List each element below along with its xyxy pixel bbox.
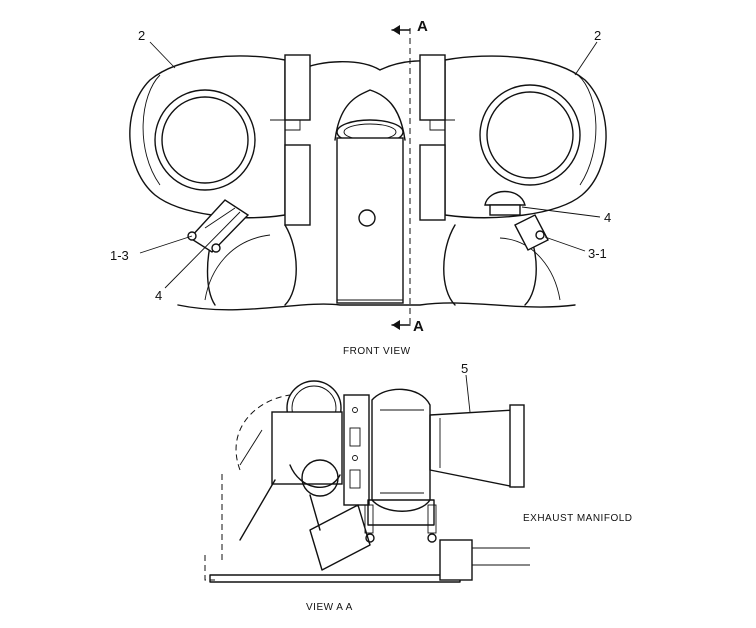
view-aa-caption: VIEW A A <box>306 602 353 613</box>
leader-callout-5 <box>465 374 471 413</box>
section-line-aa <box>391 25 411 330</box>
center-elbow <box>334 89 406 304</box>
callout-right-clamp: 3-1 <box>588 246 607 261</box>
callout-right-turbo: 2 <box>594 28 601 43</box>
inlet-pipe <box>239 429 371 571</box>
view-aa: 5 EXHAUST MANIFOLD VIEW A A <box>204 361 633 613</box>
right-clamp <box>514 214 549 251</box>
callout-left-bolt: 4 <box>155 288 162 303</box>
left-turbocharger <box>129 54 311 306</box>
compressor-housing <box>271 380 343 497</box>
center-plate <box>343 394 370 506</box>
left-clamp <box>187 199 250 253</box>
turbine-housing <box>371 388 431 512</box>
front-view: A A 2 2 1-3 4 4 3-1 FRONT VIEW <box>110 18 611 357</box>
callout-left-turbo: 2 <box>138 28 145 43</box>
section-label-bottom: A <box>413 318 424 335</box>
exhaust-elbow <box>429 404 525 488</box>
section-label-top: A <box>417 18 428 35</box>
mounting-bracket <box>364 499 437 543</box>
callout-left-clamp: 1-3 <box>110 248 129 263</box>
manifold-label: EXHAUST MANIFOLD <box>523 513 633 524</box>
leader-lines-front <box>139 41 601 289</box>
callout-right-bolt: 4 <box>604 210 611 225</box>
callout-elbow: 5 <box>461 361 468 376</box>
right-turbocharger <box>419 54 607 306</box>
front-view-caption: FRONT VIEW <box>343 346 411 357</box>
